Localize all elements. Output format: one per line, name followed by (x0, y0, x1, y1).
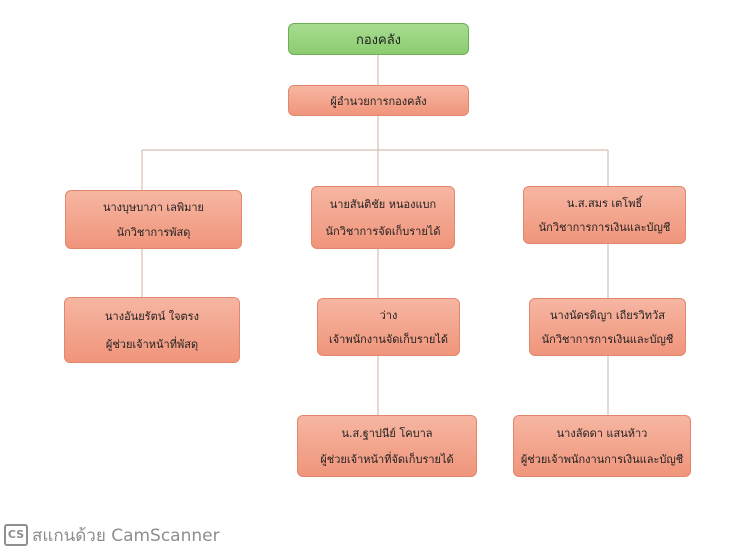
camscanner-watermark: CS สแกนด้วย CamScanner (4, 523, 220, 547)
position-name: นางบุษบาภา เลพิมาย (102, 201, 204, 214)
position-name: นางอันยรัตน์ ใจตรง (105, 310, 199, 324)
department-title: กองคลัง (355, 32, 402, 48)
position-role: นักวิชาการพัสดุ (116, 226, 191, 239)
position-role: ผู้ช่วยเจ้าพนักงานการเงินและบัญชี (520, 453, 684, 466)
watermark-text: สแกนด้วย CamScanner (32, 525, 220, 546)
position-box-col3-3: นางลัดดา แสนห้าว ผู้ช่วยเจ้าพนักงานการเง… (513, 415, 691, 477)
position-role: นักวิชาการการเงินและบัญชี (541, 333, 674, 347)
position-role: นักวิชาการการเงินและบัญชี (538, 221, 671, 235)
position-box-col1-2: นางอันยรัตน์ ใจตรง ผู้ช่วยเจ้าหน้าที่พัส… (64, 297, 240, 363)
department-title-box: กองคลัง (288, 23, 469, 55)
position-name: นายสันติชัย หนองแบก (329, 198, 437, 212)
position-role: ผู้ช่วยเจ้าหน้าที่จัดเก็บรายได้ (320, 453, 454, 466)
position-name: ว่าง (379, 308, 398, 322)
position-role: เจ้าพนักงานจัดเก็บรายได้ (328, 333, 449, 347)
position-name: น.ส.สมร เตโพธิ์ (566, 196, 643, 210)
position-box-col2-3: น.ส.ฐาปนีย์ โคบาล ผู้ช่วยเจ้าหน้าที่จัดเ… (297, 415, 477, 477)
position-box-col3-2: นางนัดรดิญา เถียรวิทวัส นักวิชาการการเงิ… (529, 298, 686, 356)
position-name: นางนัดรดิญา เถียรวิทวัส (550, 308, 665, 322)
position-role: นักวิชาการจัดเก็บรายได้ (325, 224, 441, 238)
director-box: ผู้อำนวยการกองคลัง (288, 85, 469, 116)
position-box-col3-1: น.ส.สมร เตโพธิ์ นักวิชาการการเงินและบัญช… (523, 186, 686, 244)
director-title: ผู้อำนวยการกองคลัง (330, 94, 427, 108)
position-box-col1-1: นางบุษบาภา เลพิมาย นักวิชาการพัสดุ (65, 190, 242, 249)
camscanner-logo-icon: CS (4, 524, 28, 546)
position-box-col2-2: ว่าง เจ้าพนักงานจัดเก็บรายได้ (317, 298, 460, 356)
position-role: ผู้ช่วยเจ้าหน้าที่พัสดุ (105, 337, 199, 351)
position-name: น.ส.ฐาปนีย์ โคบาล (341, 427, 433, 440)
position-name: นางลัดดา แสนห้าว (556, 427, 648, 440)
position-box-col2-1: นายสันติชัย หนองแบก นักวิชาการจัดเก็บราย… (311, 186, 455, 249)
